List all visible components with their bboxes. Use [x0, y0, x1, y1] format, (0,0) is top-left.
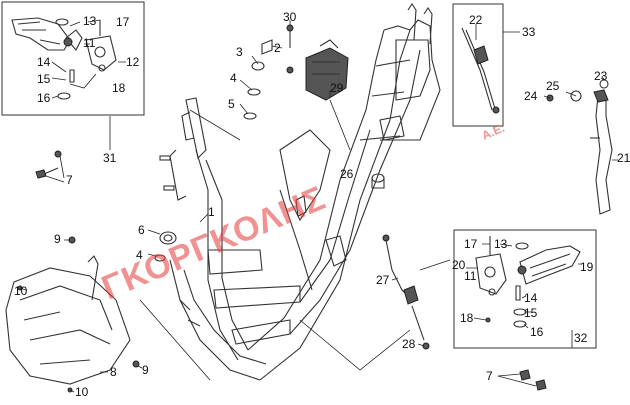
callout-4-top: 4: [230, 71, 237, 85]
callout-12-left: 12: [126, 55, 140, 69]
callout-5: 5: [228, 97, 235, 111]
callout-19: 19: [580, 260, 594, 274]
sensor-27: [382, 234, 430, 350]
callout-18-right: 18: [460, 311, 474, 325]
callout-22: 22: [469, 13, 483, 27]
main-frame: [159, 3, 441, 381]
under-cover: [5, 255, 131, 385]
callout-28: 28: [402, 337, 416, 351]
callout-7-right: 7: [486, 369, 493, 383]
spring-pin-left: [55, 18, 75, 100]
callout-16-left: 16: [37, 91, 51, 105]
callout-11-right: 11: [464, 269, 477, 283]
callout-32: 32: [574, 331, 588, 345]
callout-14-left: 14: [37, 55, 51, 69]
callout-6: 6: [138, 223, 145, 237]
callout-15-left: 15: [37, 72, 51, 86]
callout-16-right: 16: [530, 325, 544, 339]
callout-20: 20: [452, 258, 466, 272]
callout-27: 27: [376, 273, 390, 287]
callout-24: 24: [524, 89, 538, 103]
callout-30: 30: [283, 10, 297, 24]
callout-2: 2: [274, 41, 281, 55]
bolt-7-right: [519, 369, 547, 391]
callout-10-top: 10: [14, 284, 28, 298]
callout-21: 21: [617, 151, 630, 165]
footrest-left: [11, 17, 83, 51]
bolt-7-left: [35, 150, 62, 179]
callout-33: 33: [522, 25, 536, 39]
small-parts-2-5: [243, 24, 294, 120]
relay-block: [305, 39, 349, 101]
callout-13-right: 13: [494, 237, 508, 251]
callout-26: 26: [340, 167, 354, 181]
callout-29: 29: [330, 81, 344, 95]
callout-3: 3: [236, 45, 243, 59]
callout-23: 23: [594, 69, 608, 83]
cap-26: [371, 173, 385, 189]
callout-1: 1: [208, 205, 215, 219]
mount-rubber-6: [154, 231, 177, 262]
inset-box-33: [452, 3, 504, 127]
callout-13-left: 13: [83, 14, 97, 28]
watermark-text: ΓΚΟΡΓΚΟΛΗΣ: [96, 179, 331, 307]
callout-4-mid: 4: [136, 248, 143, 262]
callout-10-bottom: 10: [75, 385, 89, 399]
callout-31: 31: [103, 151, 117, 165]
inset-box-31: [1, 1, 145, 116]
callout-14-right: 14: [524, 291, 538, 305]
callout-25: 25: [546, 79, 560, 93]
callout-11-left: 11: [83, 36, 96, 50]
callout-9-bottom: 9: [142, 363, 149, 377]
callout-9-top: 9: [54, 232, 61, 246]
callout-15-right: 15: [524, 306, 538, 320]
side-stand: [546, 79, 613, 215]
footrest-bracket-left: [85, 20, 117, 72]
callout-7-left: 7: [66, 173, 73, 187]
watermark: ΓΚΟΡΓΚΟΛΗΣ: [96, 179, 331, 307]
footrest-right: [515, 242, 581, 285]
callout-18-left: 18: [112, 81, 126, 95]
callout-17-right: 17: [464, 237, 478, 251]
cable-22: [461, 27, 500, 114]
inset-box-32: [453, 229, 597, 349]
footrest-bracket-right: [475, 236, 507, 296]
callout-17-left: 17: [116, 15, 130, 29]
callout-8: 8: [110, 365, 117, 379]
